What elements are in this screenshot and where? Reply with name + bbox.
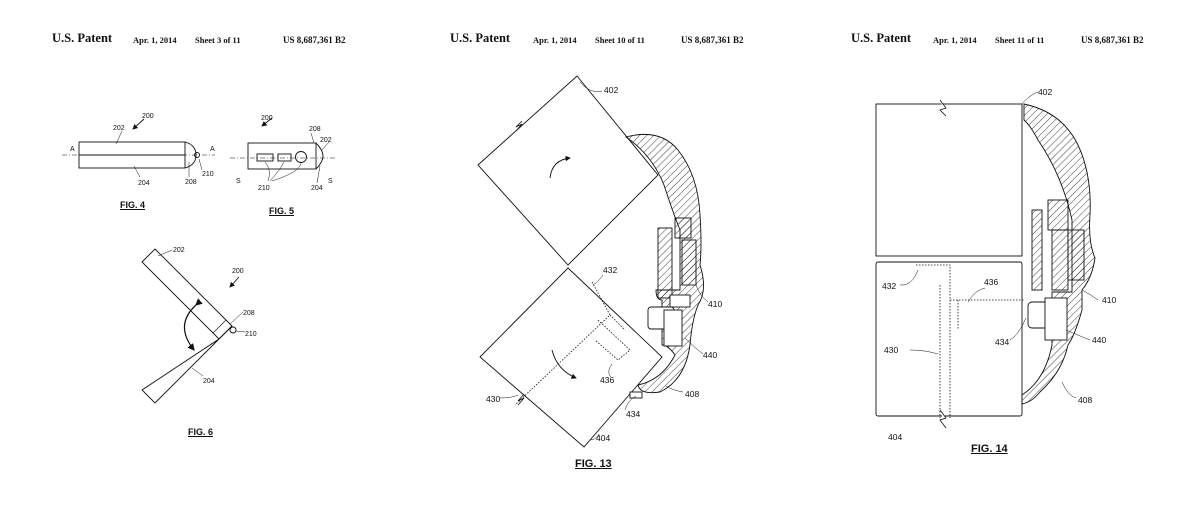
fig5-ref: 210 xyxy=(258,185,270,192)
fig13-ref-402: 402 xyxy=(604,85,618,95)
patent-sheet-3: U.S. Patent Apr. 1, 2014 Sheet 3 of 11 U… xyxy=(0,0,400,518)
fig5-ref: 202 xyxy=(320,137,332,144)
fig4-ref: 204 xyxy=(138,180,150,187)
fig4-drawing xyxy=(62,118,215,178)
header-patent-number: US 8,687,361 B2 xyxy=(681,35,744,45)
fig6-ref: 210 xyxy=(245,331,257,338)
fig13-ref-404: 404 xyxy=(596,433,610,443)
fig5-ref: 208 xyxy=(309,126,321,133)
drawing-sheet-11: 402 432 436 410 434 440 430 408 404 xyxy=(875,87,1116,442)
figure-label-14: FIG. 14 xyxy=(971,443,1008,455)
header-patent-label: U.S. Patent xyxy=(851,31,912,45)
fig14-ref-430: 430 xyxy=(884,345,898,355)
drawing-sheet-10: 402 432 410 440 436 430 434 408 404 xyxy=(477,75,722,448)
header-sheet-number: Sheet 3 of 11 xyxy=(195,35,241,45)
figure-label-6: FIG. 6 xyxy=(188,427,214,437)
fig4-ref: 200 xyxy=(142,113,154,120)
fig13-ref-430: 430 xyxy=(486,394,500,404)
fig13-ref-408: 408 xyxy=(685,389,699,399)
fig13-drawing xyxy=(477,75,709,448)
figure-label-5: FIG. 5 xyxy=(269,206,295,216)
fig5-ref: S xyxy=(328,178,333,185)
fig14-ref-434: 434 xyxy=(995,337,1009,347)
patent-sheet-11: U.S. Patent Apr. 1, 2014 Sheet 11 of 11 … xyxy=(800,0,1200,518)
header-patent-number: US 8,687,361 B2 xyxy=(283,35,346,45)
fig5-ref: 204 xyxy=(311,185,323,192)
fig6-ref: 202 xyxy=(173,247,185,254)
fig4-ref: 210 xyxy=(202,171,214,178)
patent-sheet-10: U.S. Patent Apr. 1, 2014 Sheet 10 of 11 … xyxy=(400,0,800,518)
fig6-ref: 204 xyxy=(203,378,215,385)
figure-label-4: FIG. 4 xyxy=(120,200,146,210)
fig4-ref: A xyxy=(210,146,215,153)
header-date: Apr. 1, 2014 xyxy=(533,35,577,45)
figure-label-13: FIG. 13 xyxy=(575,458,612,470)
fig6-drawing xyxy=(141,248,246,404)
fig14-ref-432: 432 xyxy=(882,281,896,291)
fig5-ref: 200 xyxy=(261,115,273,122)
fig13-ref-432: 432 xyxy=(603,265,617,275)
header-patent-label: U.S. Patent xyxy=(52,31,113,45)
fig14-ref-440: 440 xyxy=(1092,335,1106,345)
fig5-drawing xyxy=(230,117,335,184)
header-sheet-number: Sheet 11 of 11 xyxy=(995,35,1045,45)
fig14-drawing xyxy=(875,91,1099,429)
drawing-sheet-3: A A 200 202 204 208 210 200 208 202 S S … xyxy=(62,113,335,404)
header-date: Apr. 1, 2014 xyxy=(133,35,177,45)
fig14-ref-410: 410 xyxy=(1102,295,1116,305)
header-sheet-number: Sheet 10 of 11 xyxy=(595,35,645,45)
fig4-ref: A xyxy=(70,146,75,153)
fig13-ref-440: 440 xyxy=(703,350,717,360)
fig14-ref-408: 408 xyxy=(1078,395,1092,405)
fig6-ref: 200 xyxy=(232,268,244,275)
fig5-ref: S xyxy=(236,178,241,185)
fig14-ref-404: 404 xyxy=(888,432,902,442)
header-patent-label: U.S. Patent xyxy=(450,31,511,45)
fig13-ref-434: 434 xyxy=(626,409,640,419)
fig14-ref-436: 436 xyxy=(984,277,998,287)
fig6-ref: 208 xyxy=(243,310,255,317)
fig13-ref-436: 436 xyxy=(600,375,614,385)
fig14-ref-402: 402 xyxy=(1038,87,1052,97)
fig4-ref: 202 xyxy=(113,125,125,132)
fig4-ref: 208 xyxy=(185,179,197,186)
header-patent-number: US 8,687,361 B2 xyxy=(1081,35,1144,45)
fig13-ref-410: 410 xyxy=(708,299,722,309)
header-date: Apr. 1, 2014 xyxy=(933,35,977,45)
